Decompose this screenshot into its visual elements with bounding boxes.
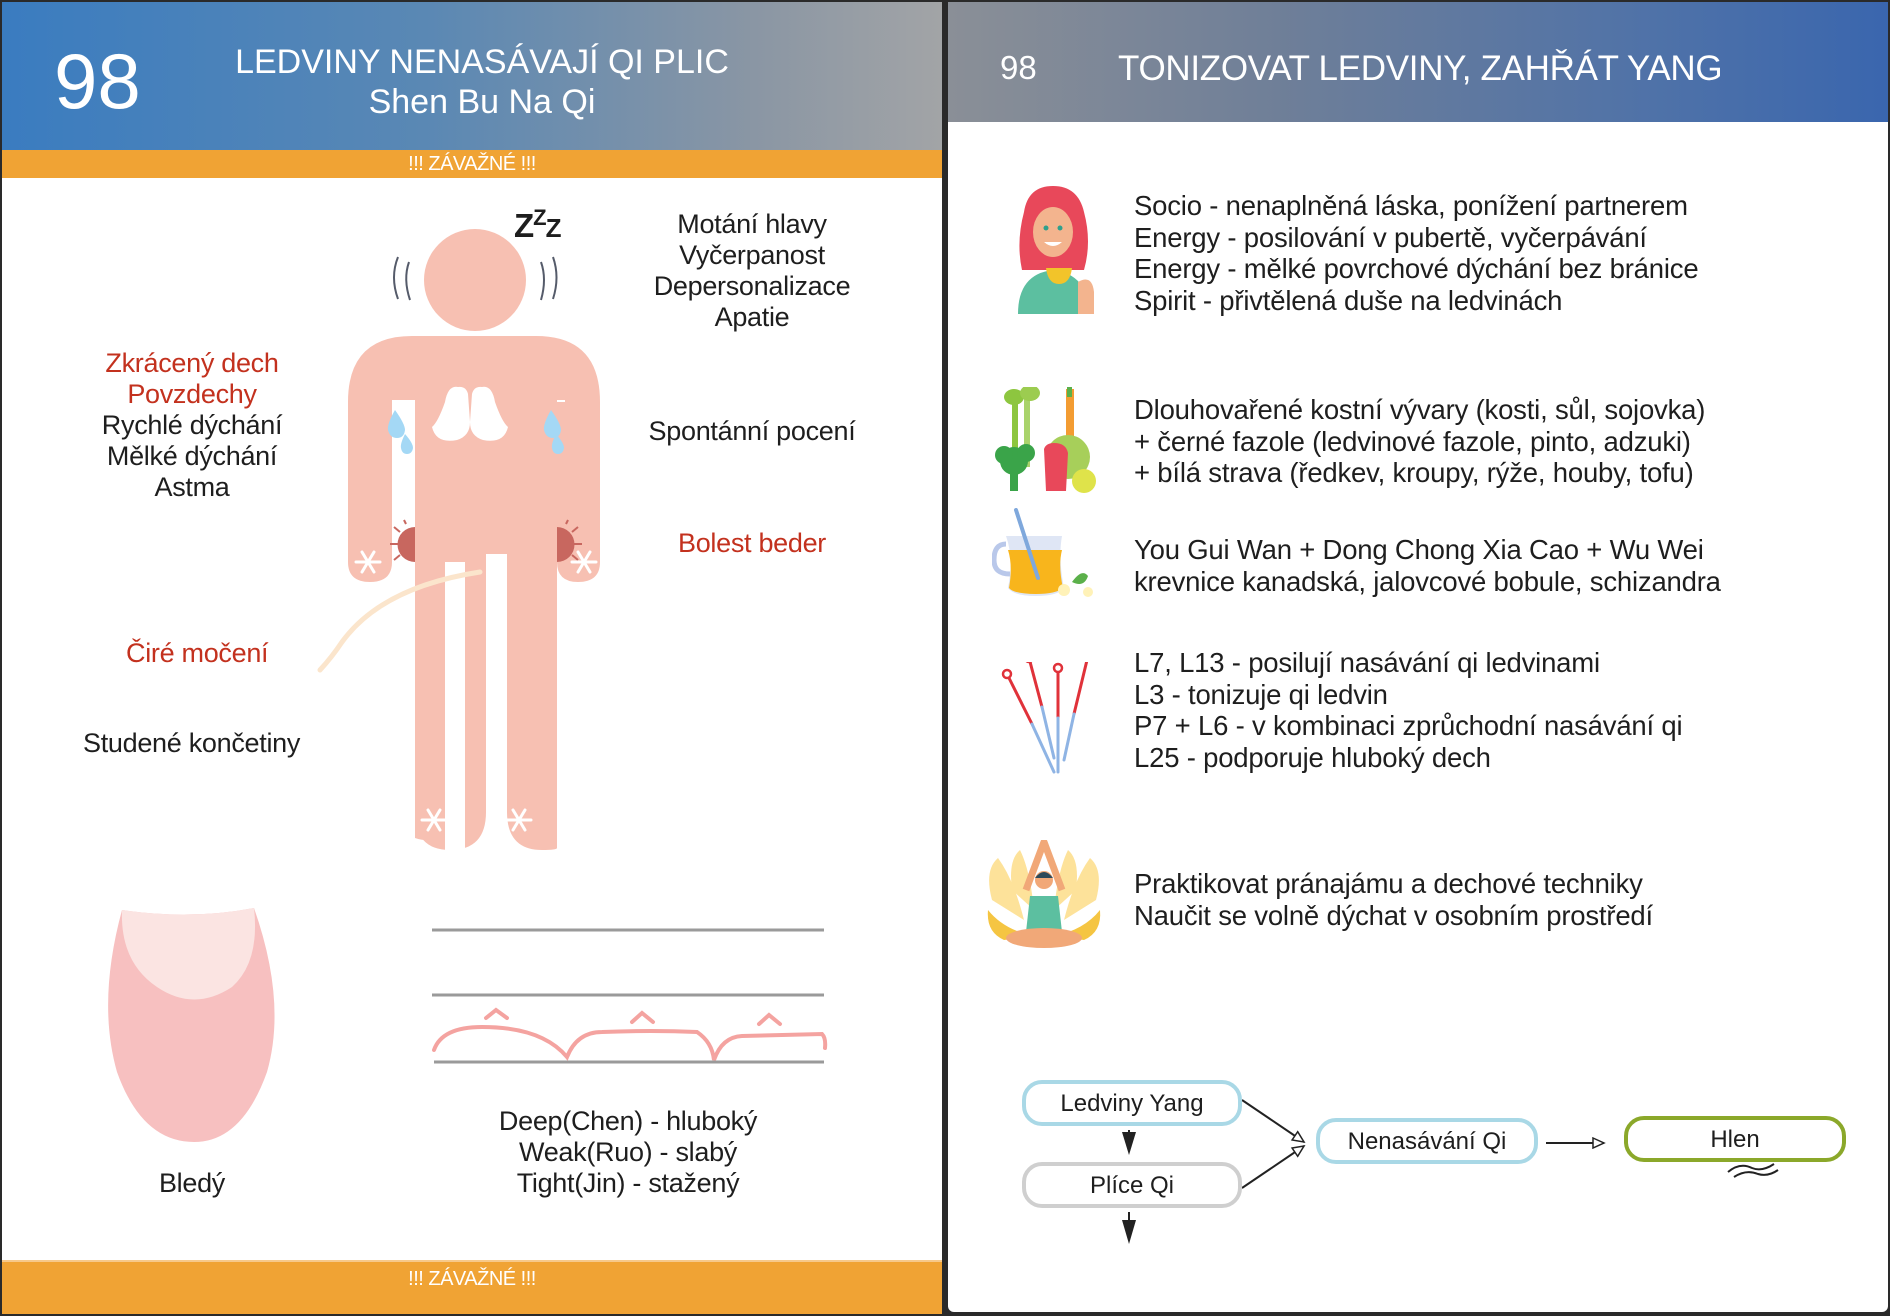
card-number: 98 [54, 37, 141, 125]
node-kidney-yang: Ledviny Yang [1022, 1080, 1242, 1126]
torso-shape [348, 336, 600, 850]
pulse-description: Deep(Chen) - hluboký Weak(Ruo) - slabý T… [428, 1106, 828, 1199]
sweat-drops-icon [387, 410, 564, 454]
card-number: 98 [1000, 49, 1037, 86]
arrow-lung-to-noabsorb [1241, 1146, 1304, 1189]
body-figure [108, 229, 828, 1142]
symptom-clear-urine: Čiré močení [126, 638, 269, 668]
practice-line: Praktikovat pránajámu a dechové techniky [1134, 868, 1643, 899]
herb-line: You Gui Wan + Dong Chong Xia Cao + Wu We… [1134, 534, 1704, 565]
herbs-section: You Gui Wan + Dong Chong Xia Cao + Wu We… [1134, 534, 1721, 597]
pulse-deep: Deep(Chen) - hluboký [498, 1106, 758, 1136]
symptom-cold-limbs: Studené končetiny [83, 728, 301, 758]
symptom-asthma: Astma [154, 472, 230, 502]
symptom-exhaustion: Vyčerpanost [679, 240, 825, 270]
point-line: L25 - podporuje hluboký dech [1134, 741, 1491, 773]
woman-with-tea-icon [1018, 186, 1094, 314]
herbal-tea-icon [992, 508, 1093, 597]
point-line: L7, L13 - posilují nasávání qi ledvinami [1134, 647, 1600, 678]
yoga-lotus-icon [987, 840, 1101, 948]
head-shape [424, 229, 526, 331]
herb-line: krevnice kanadská, jalovcové bobule, sch… [1134, 565, 1721, 597]
acupuncture-section: L7, L13 - posilují nasávání qi ledvinami… [1134, 647, 1683, 773]
symptom-shallow-breathing: Mělké dýchání [106, 441, 278, 471]
left-header: 98 LEDVINY NENASÁVAJÍ QI PLIC Shen Bu Na… [2, 2, 942, 150]
lungs-icon [432, 386, 508, 441]
vegetables-icon [995, 387, 1096, 493]
sleep-zzz-icon: ZZZ [514, 205, 562, 244]
diet-line: Dlouhovařené kostní vývary (kosti, sůl, … [1134, 394, 1706, 425]
pathology-diagram-arrows [1122, 1099, 1779, 1244]
phlegm-wave-icon [1727, 1163, 1779, 1178]
tongue-label: Bledý [158, 1168, 226, 1198]
tongue-illustration [108, 908, 275, 1142]
warning-banner-bottom: !!! ZÁVAŽNÉ !!! [2, 1260, 942, 1314]
left-card: 98 LEDVINY NENASÁVAJÍ QI PLIC Shen Bu Na… [2, 2, 942, 1314]
acupuncture-needles-icon [1001, 662, 1089, 774]
causes-section: Socio - nenaplněná láska, ponížení partn… [1134, 190, 1699, 316]
treatment-title: TONIZOVAT LEDVINY, ZAHŘÁT YANG [1118, 49, 1723, 88]
node-no-qi-absorption: Nenasávání Qi [1316, 1118, 1538, 1164]
symptom-apathy: Apatie [714, 302, 790, 332]
symptom-sighing: Povzdechy [127, 379, 257, 409]
node-lung-qi: Plíce Qi [1022, 1162, 1242, 1208]
cause-line: Spirit - přivtělená duše na ledvinách [1134, 284, 1563, 316]
pulse-illustration [432, 928, 828, 1064]
symptom-depersonalization: Depersonalizace [653, 271, 851, 301]
symptom-back-pain: Bolest beder [678, 528, 826, 558]
practice-line: Naučit se volně dýchat v osobním prostře… [1134, 899, 1653, 931]
practice-section: Praktikovat pránajámu a dechové techniky… [1134, 868, 1653, 931]
breathing-symptoms: Zkrácený dech Povzdechy Rychlé dýchání M… [42, 348, 342, 503]
cause-line: Energy - posilování v pubertě, vyčerpává… [1134, 221, 1647, 253]
pattern-subtitle: Shen Bu Na Qi [368, 83, 596, 121]
card-title: LEDVINY NENASÁVAJÍ QI PLIC Shen Bu Na Qi [162, 42, 802, 122]
symptom-dizziness: Motání hlavy [677, 209, 827, 239]
symptom-short-breath: Zkrácený dech [105, 348, 279, 378]
right-card: 98 TONIZOVAT LEDVINY, ZAHŘÁT YANG Socio … [948, 2, 1888, 1312]
diet-line: + bílá strava (ředkev, kroupy, rýže, hou… [1134, 457, 1694, 488]
urine-stream [317, 569, 483, 673]
diet-line: + černé fazole (ledvinové fazole, pinto,… [1134, 425, 1691, 457]
left-arm [348, 402, 392, 582]
cause-line: Energy - mělké povrchové dýchání bez brá… [1134, 253, 1699, 284]
diet-section: Dlouhovařené kostní vývary (kosti, sůl, … [1134, 394, 1705, 489]
arrow-kidney-to-noabsorb [1241, 1099, 1304, 1142]
snowflake-icons [354, 550, 598, 832]
head-symptoms: Motání hlavy Vyčerpanost Depersonalizace… [602, 209, 902, 333]
symptom-rapid-breathing: Rychlé dýchání [101, 410, 283, 440]
dizziness-lines-icon [393, 256, 558, 301]
pattern-title: LEDVINY NENASÁVAJÍ QI PLIC [235, 43, 729, 81]
symptom-spontaneous-sweating: Spontánní pocení [648, 416, 856, 446]
leg-gap [445, 562, 465, 852]
node-phlegm: Hlen [1624, 1116, 1846, 1162]
point-line: L3 - tonizuje qi ledvin [1134, 678, 1388, 710]
cause-line: Socio - nenaplněná láska, ponížení partn… [1134, 190, 1688, 221]
pulse-weak: Weak(Ruo) - slabý [519, 1137, 737, 1167]
kidney-pain-icon [390, 519, 582, 562]
warning-banner-top: !!! ZÁVAŽNÉ !!! [2, 150, 942, 178]
point-line: P7 + L6 - v kombinaci zprůchodní nasáván… [1134, 710, 1683, 741]
right-header: 98 TONIZOVAT LEDVINY, ZAHŘÁT YANG [948, 2, 1888, 122]
pulse-tight: Tight(Jin) - stažený [516, 1168, 740, 1198]
